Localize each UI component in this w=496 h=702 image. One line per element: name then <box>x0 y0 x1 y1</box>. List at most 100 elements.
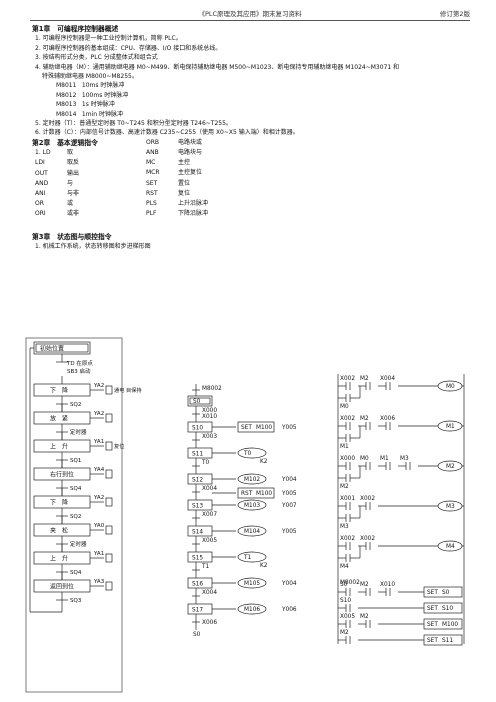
flow-transition: SQ4 <box>70 570 82 576</box>
flow-transition: SQ3 <box>70 598 82 604</box>
sfc-transition: X010 <box>202 414 217 420</box>
sfc-state-label: S16 <box>192 582 203 588</box>
sfc-state-label: S15 <box>192 556 203 562</box>
ladder-contact: M3 <box>400 456 409 462</box>
sfc-output: Y007 <box>281 503 297 509</box>
flow-step-output: YA4 <box>93 467 105 473</box>
flow-step-output: YA1 <box>93 439 104 445</box>
ladder-set-arg: M100 <box>442 622 458 628</box>
ladder-set-arg: S10 <box>442 606 453 612</box>
flow-transition: SQ1 <box>70 458 81 464</box>
ladder-contact: X002 <box>340 416 355 422</box>
sfc-output: Y004 <box>281 581 297 587</box>
ladder-set: SET <box>427 638 438 644</box>
ladder-m8002: M8002 <box>340 580 360 586</box>
sfc-state-label: S17 <box>192 608 203 614</box>
sfc-state-label: S10 <box>192 426 203 432</box>
sfc-end: S0 <box>193 632 201 638</box>
ladder-set-arg: S0 <box>442 590 450 596</box>
sfc-state-label: S11 <box>192 452 203 458</box>
flow-step-output: YA3 <box>93 579 105 585</box>
header-version: 修订第2版 <box>439 10 470 18</box>
sfc-instr-arg: M100 <box>256 491 272 497</box>
ladder-contact: X002 <box>340 376 355 382</box>
ch1-item-2: 2. 可编程序控制器的基本组成：CPU、存储器、I/O 接口和系统总线。 <box>35 44 222 52</box>
sfc-output: Y005 <box>281 425 297 431</box>
sfc-m8002: M8002 <box>202 386 222 392</box>
ladder-set: SET <box>427 622 438 628</box>
sfc-output: Y005 <box>281 529 297 535</box>
ladder-coil: M2 <box>446 464 455 470</box>
sfc-transition: X004 <box>202 486 217 492</box>
flow-init-label: 初始位置 <box>40 345 64 353</box>
sfc-coil: M102 <box>244 477 260 483</box>
flow-step-label: 下 降 <box>50 499 68 507</box>
ladder-contact: X004 <box>380 376 395 382</box>
ladder-contact: M3 <box>340 524 349 530</box>
sfc-transition: X005 <box>202 538 217 544</box>
sfc-transition: X004 <box>202 590 217 596</box>
sfc-coil: T0 <box>243 451 252 457</box>
flow-step-label: 返回到位 <box>50 583 74 591</box>
ch1-item-4-cont: 特殊辅助继电器 M8000~M8255。 <box>42 73 138 81</box>
flow-step-label: 夹 松 <box>50 527 68 535</box>
sfc-instr: SET <box>241 425 252 431</box>
header-title: 《PLC原理及其应用》期末复习资料 <box>198 10 302 18</box>
sfc-state-label: S13 <box>192 504 203 510</box>
sfc-instr-arg: M100 <box>256 425 272 431</box>
ch3-item-1: 1. 机械工作系统，状态转移图和步进梯形图 <box>35 243 151 251</box>
flow-step-output: YA2 <box>93 383 104 389</box>
flow-transition: SQ4 <box>70 486 82 492</box>
sfc-instr: RST <box>241 491 253 497</box>
sfc-coil: M105 <box>244 581 260 587</box>
flow-start-cond: TD 在原点 SB3 启动 <box>66 359 95 375</box>
sfc-state-box <box>187 395 213 407</box>
sfc-coil: M106 <box>244 607 260 613</box>
sfc-coil-k: K2 <box>260 459 268 465</box>
flow-step-output: YA1 <box>93 551 104 557</box>
sfc-coil: M104 <box>244 529 260 535</box>
sfc-coil: T1 <box>243 555 252 561</box>
sfc-output: Y006 <box>281 607 297 613</box>
sfc-transition: T1 <box>201 564 210 570</box>
ladder-contact: M0 <box>340 404 349 410</box>
ladder-contact: X005 <box>340 614 355 620</box>
special-relay: M8014 1min 时钟脉冲 <box>56 110 123 118</box>
ch1-item-3: 3. 按结构形式分类，PLC 分成整体式和组合式 <box>35 54 158 62</box>
ladder-contact: S10 <box>340 598 351 604</box>
ladder-contact: X006 <box>380 416 395 422</box>
flow-transition: SQ2 <box>70 402 81 408</box>
ladder-contact: X002 <box>360 536 375 542</box>
sfc-state-label: S0 <box>193 399 201 405</box>
sfc-output: Y005 <box>281 491 297 497</box>
sfc-output: Y004 <box>281 477 297 483</box>
flow-transition: 定时器 <box>70 428 87 436</box>
ladder-contact: M2 <box>360 416 369 422</box>
flow-start-2: SB3 启动 <box>67 367 91 375</box>
ladder-contact: M1 <box>380 456 389 462</box>
flow-step-note: 通电 目保持 <box>114 386 142 394</box>
flow-step-label: 下 降 <box>50 387 68 395</box>
ladder-contact: M2 <box>340 630 349 636</box>
sfc-state-label: S12 <box>192 478 203 484</box>
sfc-coil-k: K2 <box>260 563 268 569</box>
sfc-transition: X006 <box>202 620 217 626</box>
flow-step-label: 上 升 <box>50 443 68 451</box>
chapter2-title: 第2章 基本逻辑指令 <box>32 138 98 147</box>
special-relay: M8012 100ms 时钟脉冲 <box>56 91 129 99</box>
page-header: 《PLC原理及其应用》期末复习资料 修订第2版 <box>30 6 470 21</box>
flow-step-label: 右行到位 <box>50 471 74 479</box>
ladder-coil: M4 <box>446 544 455 550</box>
flow-start-1: TD 在原点 <box>66 359 93 367</box>
